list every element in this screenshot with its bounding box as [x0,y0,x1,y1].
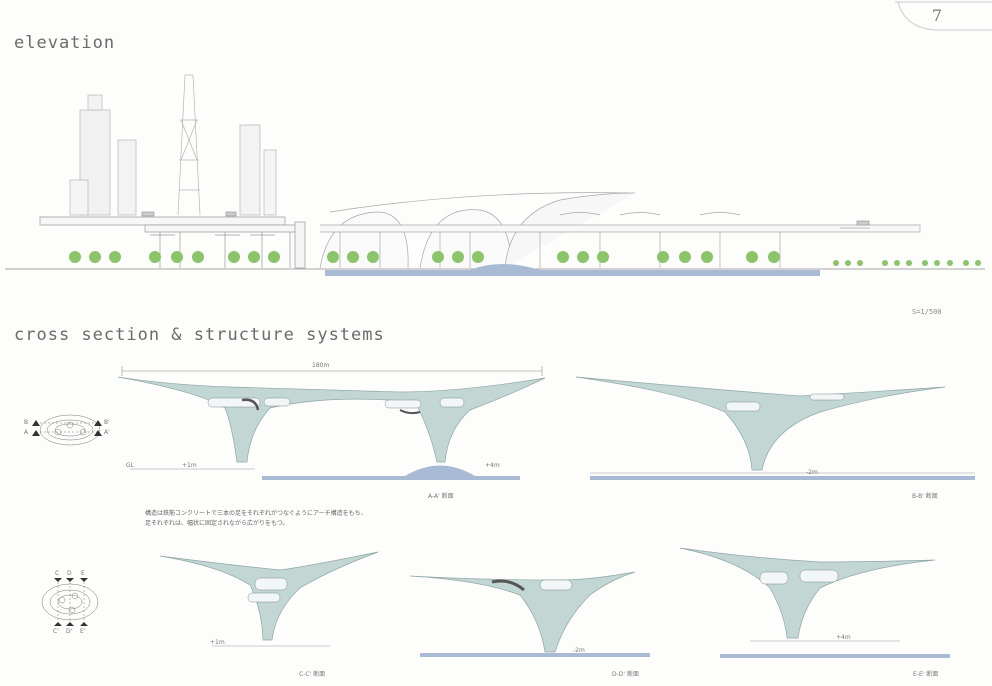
level-a-base: +1m [182,462,197,469]
section-bb [575,376,975,480]
cross-section-title: cross section & structure systems [14,325,385,345]
scale-label: S=1/500 [912,308,942,316]
key-label-d: D [67,570,72,577]
key-label-a-prime: A' [104,429,110,436]
dimension-180m [121,366,543,376]
section-arrows [32,420,102,626]
structure-note-line2: 足それぞれは、幅状に固定されながら広がりをもつ。 [145,520,289,527]
section-label-aa: A-A' 断面 [428,493,454,500]
section-label-ee: E-E' 断面 [913,671,939,678]
section-cc [159,551,379,647]
level-c: +1m [210,639,225,646]
level-a-plus: +4m [485,462,500,469]
key-label-c-prime: C' [53,628,59,635]
key-label-c: C [55,570,60,577]
level-e: +4m [836,634,851,641]
page-number: 7 [931,6,942,25]
key-plan-ab [39,414,101,446]
key-plan-cde [41,582,99,622]
key-label-a: A [24,429,29,436]
key-label-e: E [81,570,85,577]
road-deck-left [39,216,306,269]
level-b: -2m [806,469,818,476]
section-aa [117,376,546,480]
key-label-d-prime: D' [66,628,73,635]
level-d: -2m [573,647,585,654]
structure-note-line1: 構造は鉄筋コンクリートで三本の足をそれぞれがつなぐようにアーチ構造をもち、 [145,510,367,517]
water-body [325,270,820,276]
trees-row [69,251,981,266]
dimension-label: 180m [312,362,330,369]
section-ee [679,547,950,658]
key-label-b: B [24,419,29,426]
key-label-e-prime: E' [80,628,86,635]
section-dd [409,571,650,657]
key-label-b-prime: B' [104,419,110,426]
factory-silhouette [69,74,277,216]
canopy-structure [319,192,921,269]
section-label-bb: B-B' 断面 [912,493,938,500]
gl-label: GL [126,462,134,469]
elevation-drawing [5,74,985,276]
vehicle [141,211,155,217]
water-mound [470,264,540,270]
section-label-cc: C-C' 断面 [299,671,326,678]
section-label-dd: D-D' 断面 [612,671,639,678]
vehicle [225,211,237,217]
elevation-title: elevation [14,33,116,53]
page-number-frame [897,1,992,31]
vehicle [856,220,870,226]
